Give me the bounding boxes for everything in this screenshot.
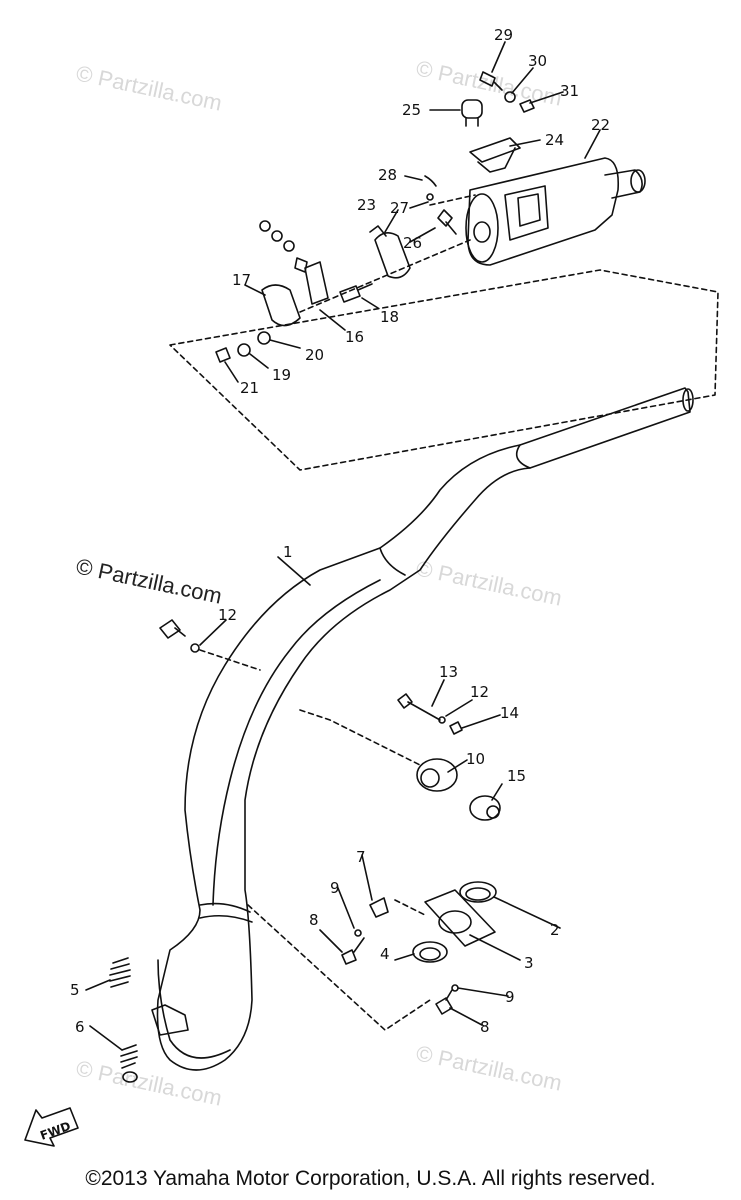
assembly-lines [199, 649, 421, 766]
washer [237, 343, 251, 357]
callout-label: 20 [305, 346, 324, 364]
washer [504, 91, 516, 103]
fwd-arrow-icon [24, 1107, 79, 1147]
callout-label: 15 [507, 767, 526, 785]
assembly-lines [247, 899, 431, 1031]
callout-label: 29 [494, 26, 513, 44]
callout-label: 19 [272, 366, 291, 384]
callout-label: 22 [591, 116, 610, 134]
callout-label: 21 [240, 379, 259, 397]
callout-label: 10 [466, 750, 485, 768]
callout-label: 16 [345, 328, 364, 346]
bolt [341, 937, 365, 965]
expansion-chamber [151, 387, 694, 1071]
rubber-damper [461, 99, 483, 127]
spring-washer [426, 193, 434, 201]
bolt [294, 257, 308, 273]
copyright-text: ©2013 Yamaha Motor Corporation, U.S.A. A… [85, 1167, 656, 1190]
callout-label: 7 [356, 848, 366, 866]
callout-label: 8 [309, 911, 319, 929]
leader-lines [199, 556, 503, 801]
nut [519, 99, 535, 113]
clamp [369, 225, 411, 279]
clamp-bolt [339, 283, 373, 303]
leader-lines [85, 979, 123, 1051]
bolt [479, 71, 503, 91]
clip [424, 175, 437, 187]
callout-label: 2 [550, 921, 560, 939]
callout-label: 13 [439, 663, 458, 681]
watermark: © Partzilla.com [74, 60, 224, 115]
callout-label: 1 [283, 543, 293, 561]
muffler [465, 157, 646, 266]
washer [283, 240, 295, 252]
spring-clip [369, 897, 389, 918]
clamp-band [261, 284, 301, 327]
leader-lines [319, 854, 561, 1026]
watermark: © Partzilla.com [74, 553, 224, 608]
bolt [397, 693, 441, 721]
callout-label: 12 [470, 683, 489, 701]
callout-label: 24 [545, 131, 564, 149]
gasket [459, 881, 497, 903]
gasket [412, 941, 448, 963]
callout-label: 31 [560, 82, 579, 100]
screw [437, 209, 457, 235]
callout-label: 25 [402, 101, 421, 119]
exhaust-flange [424, 889, 496, 947]
spring [120, 1044, 138, 1083]
callout-label: 27 [390, 199, 409, 217]
callout-label: 14 [500, 704, 519, 722]
nut [259, 220, 271, 232]
callout-label: 18 [380, 308, 399, 326]
callout-label: 17 [232, 271, 251, 289]
washer [354, 929, 362, 937]
callout-label: 12 [218, 606, 237, 624]
callout-label: 3 [524, 954, 534, 972]
bolt [435, 989, 453, 1015]
stay [304, 261, 329, 305]
spring [109, 957, 131, 988]
collar [257, 331, 271, 345]
watermarks: © Partzilla.com © Partzilla.com © Partzi… [74, 55, 564, 1110]
watermark: © Partzilla.com [414, 555, 564, 610]
watermark: © Partzilla.com [74, 1055, 224, 1110]
rubber-mount [416, 758, 458, 792]
callout-label: 8 [480, 1018, 490, 1036]
callout-label: 26 [403, 234, 422, 252]
washer [271, 230, 283, 242]
callout-label: 5 [70, 981, 80, 999]
washer [190, 643, 200, 653]
callout-label: 28 [378, 166, 397, 184]
leader-lines [224, 41, 601, 383]
muffler-bracket [469, 137, 521, 173]
callout-label: 6 [75, 1018, 85, 1036]
nut [449, 721, 463, 735]
callout-labels: 1 2 3 4 5 6 7 8 8 9 9 10 12 12 13 14 15 … [70, 26, 610, 1036]
washer [451, 984, 459, 992]
watermark: © Partzilla.com [414, 1040, 564, 1095]
fwd-label: FWD [38, 1119, 72, 1143]
callout-label: 9 [505, 988, 515, 1006]
nut [215, 347, 231, 363]
assembly-lines [299, 194, 476, 313]
callout-label: 9 [330, 879, 340, 897]
callout-label: 30 [528, 52, 547, 70]
chamber-bolt [159, 619, 186, 639]
callout-label: 23 [357, 196, 376, 214]
muffler-group-outline [169, 269, 719, 471]
callout-label: 4 [380, 945, 390, 963]
washer [438, 716, 446, 724]
collar [469, 795, 501, 821]
